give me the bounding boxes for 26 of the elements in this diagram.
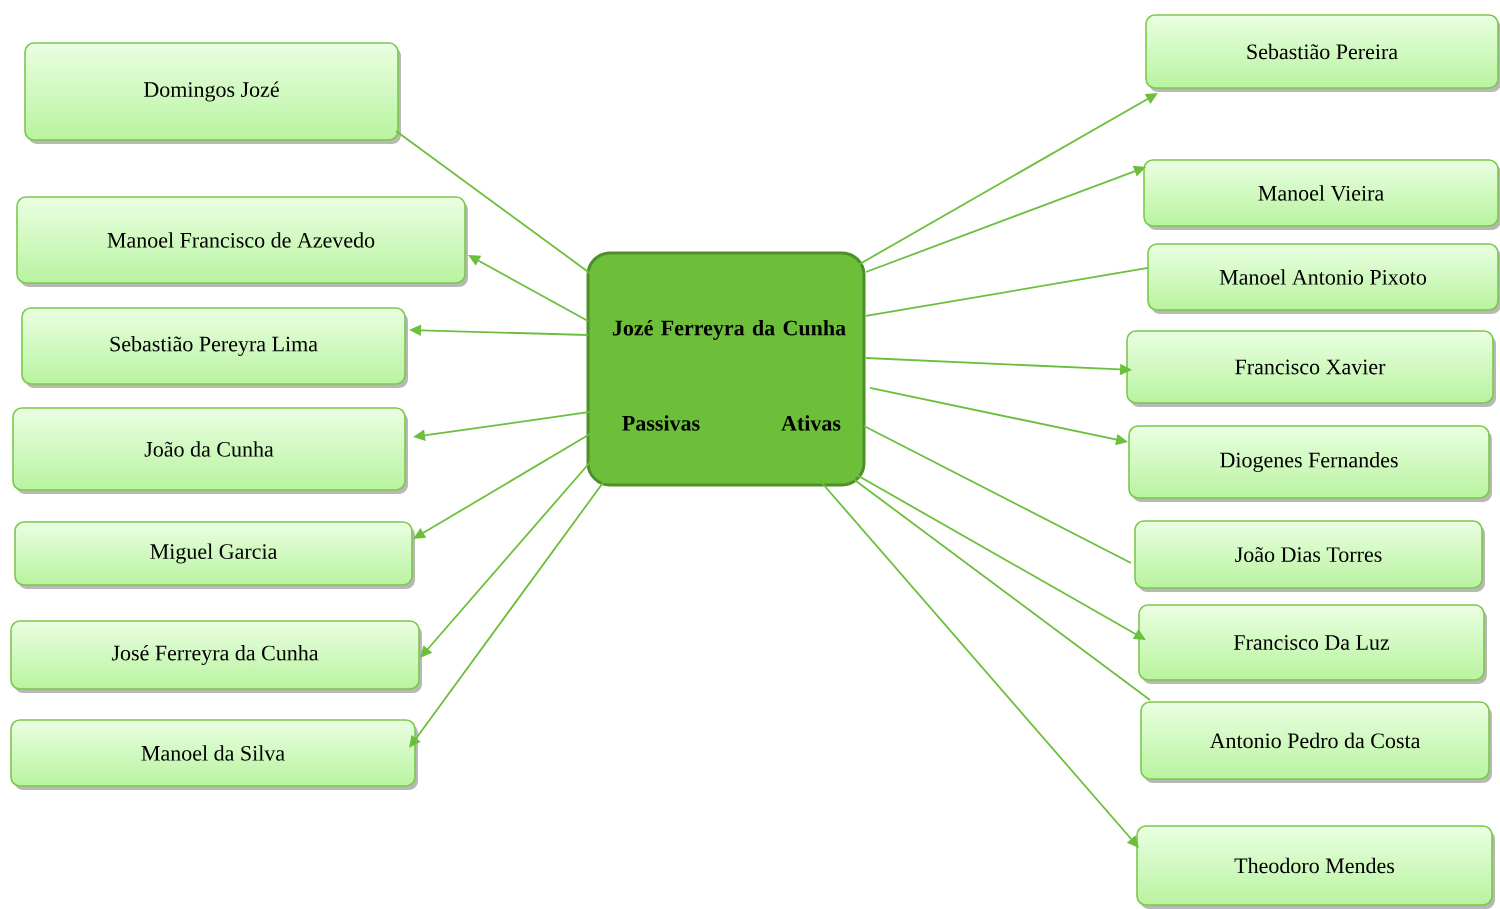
name-box: Theodoro Mendes [1136,825,1495,909]
arrow [854,473,1146,640]
name-box: Manoel da Silva [10,719,418,790]
side-label: Passivas [622,415,700,431]
name-box: Miguel Garcia [14,521,415,589]
arrow [409,479,606,748]
name-box: Sebastião Pereyra Lima [21,307,408,388]
name-box: Diogenes Fernandes [1128,425,1492,502]
arrow [857,93,1158,266]
arrow [413,433,591,539]
name-box: Manoel Vieira [1143,159,1500,230]
central-title: Jozé Ferreyra da Cunha [612,319,846,340]
name-box: Manoel Francisco de Azevedo [16,196,468,287]
name-box: João da Cunha [12,407,408,494]
side-label: Ativas [781,415,841,431]
arrow [821,482,1139,848]
name-box: Francisco Xavier [1126,330,1496,407]
name-box: Antonio Pedro da Costa [1140,701,1492,783]
name-box: José Ferreyra da Cunha [10,620,422,693]
name-box: Domingos Jozé [24,42,401,144]
name-box: Manoel Antonio Pixoto [1147,243,1500,314]
name-box: Francisco Da Luz [1138,604,1487,684]
name-box: João Dias Torres [1134,520,1485,592]
arrow [420,459,593,658]
central-box [586,251,866,487]
name-box: Sebastião Pereira [1145,14,1500,92]
